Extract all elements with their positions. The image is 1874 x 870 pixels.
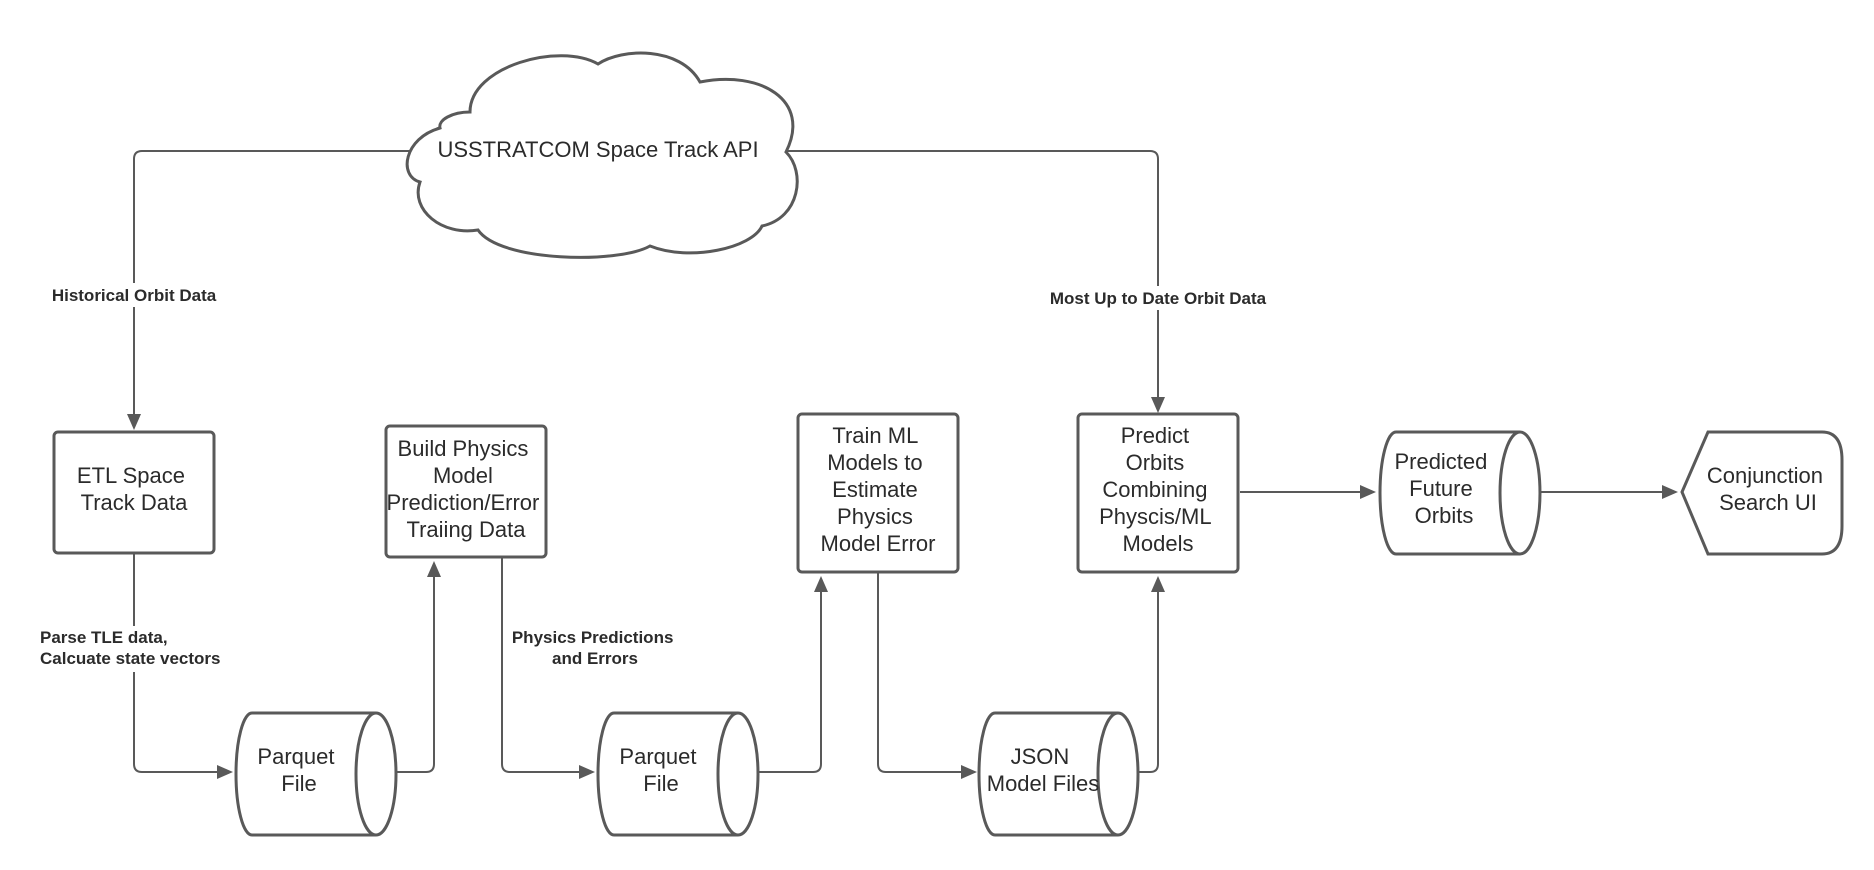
arrowhead-parquet1	[217, 765, 233, 779]
nodes: USSTRATCOM Space Track API ETL Space Tra…	[52, 51, 1844, 837]
node-predicted-future-orbits: Predicted Future Orbits	[1378, 430, 1542, 556]
train-ml-label: Train ML Models to Estimate Physics Mode…	[821, 423, 936, 556]
parquet2-label: Parquet File	[619, 744, 702, 796]
node-parquet-file-1: Parquet File	[234, 711, 398, 837]
edge-json-to-predict	[1138, 588, 1159, 773]
edge-label-physics-predictions: Physics Predictions and Errors	[512, 628, 678, 668]
cylinder-end	[354, 711, 377, 837]
build-physics-label: Build Physics Model Prediction/Error Tra…	[387, 436, 546, 542]
edge-train-ml-to-json	[877, 572, 965, 773]
edge-parquet1-to-build-physics	[396, 573, 435, 773]
edge-label-historical-bg	[44, 283, 226, 307]
node-conjunction-search-ui: Conjunction Search UI	[1680, 430, 1844, 556]
edge-label-latest-bg	[1042, 286, 1274, 310]
edge-etl-to-parquet1	[133, 553, 221, 773]
arrowhead-parquet2	[579, 765, 595, 779]
arrowhead-json	[961, 765, 977, 779]
api-label: USSTRATCOM Space Track API	[437, 137, 758, 162]
edge-parquet2-to-train-ml	[758, 588, 822, 773]
arrowhead-build-physics	[427, 561, 441, 577]
arrowhead-predicted	[1360, 485, 1376, 499]
edge-build-physics-to-parquet2	[501, 557, 583, 773]
process-box	[1076, 412, 1240, 574]
edge-labels: Historical Orbit Data Most Up to Date Or…	[36, 283, 1274, 672]
cylinder-end	[1096, 711, 1119, 837]
edges	[127, 150, 1678, 779]
arrowhead-conjunction	[1662, 485, 1678, 499]
process-box	[796, 412, 960, 574]
edge-label-parse-bg	[36, 626, 232, 672]
edge-api-to-predict	[782, 150, 1159, 401]
node-parquet-file-2: Parquet File	[596, 711, 760, 837]
edge-label-historical: Historical Orbit Data	[52, 286, 217, 305]
cylinder-end	[716, 711, 739, 837]
cylinder-end	[1498, 430, 1521, 556]
process-box	[384, 424, 548, 559]
edge-label-parse: Parse TLE data, Calcuate state vectors	[40, 628, 220, 668]
cloud-shape	[405, 51, 799, 259]
arrowhead-train-ml	[814, 576, 828, 592]
predicted-label: Predicted Future Orbits	[1394, 449, 1493, 528]
predict-label: Predict Orbits Combining Physcis/ML Mode…	[1099, 423, 1217, 556]
edge-label-latest: Most Up to Date Orbit Data	[1050, 289, 1267, 308]
parquet1-label: Parquet File	[257, 744, 340, 796]
arrowhead-etl	[127, 414, 141, 430]
conjunction-label: Conjunction Search UI	[1707, 463, 1829, 515]
edge-api-to-etl	[133, 150, 414, 418]
node-train-ml-models: Train ML Models to Estimate Physics Mode…	[796, 412, 960, 574]
node-space-track-api: USSTRATCOM Space Track API	[405, 51, 799, 259]
node-build-physics-model: Build Physics Model Prediction/Error Tra…	[384, 424, 548, 559]
display-shape	[1680, 430, 1844, 556]
arrowhead-predict-bottom	[1151, 576, 1165, 592]
etl-label: ETL Space Track Data	[77, 463, 191, 515]
node-predict-orbits: Predict Orbits Combining Physcis/ML Mode…	[1076, 412, 1240, 574]
process-box	[52, 430, 216, 555]
json-label: JSON Model Files	[987, 744, 1099, 796]
node-json-model-files: JSON Model Files	[977, 711, 1140, 837]
arrowhead-predict-top	[1151, 397, 1165, 413]
node-etl-space-track-data: ETL Space Track Data	[52, 430, 216, 555]
